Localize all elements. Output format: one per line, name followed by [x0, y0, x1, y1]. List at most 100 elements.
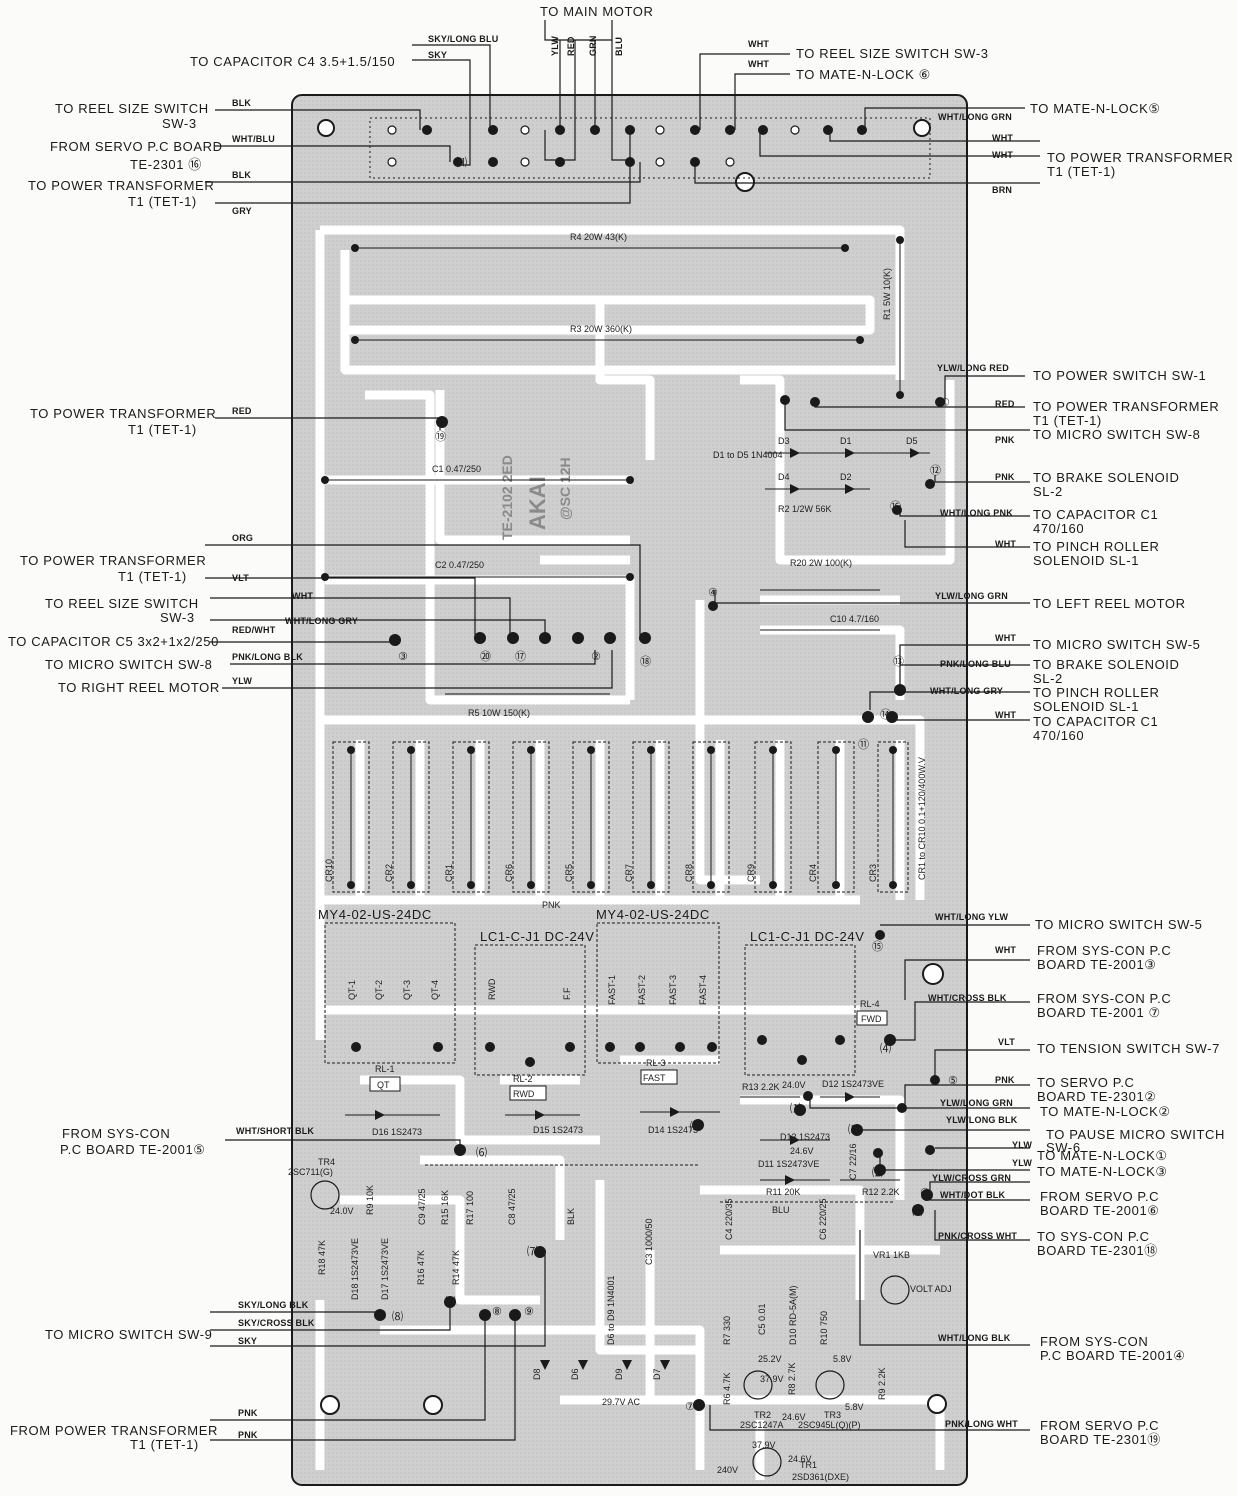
- right-label-24: TO SYS-CON P.C: [1037, 1229, 1150, 1244]
- right-wire-16: WHT/CROSS BLK: [928, 993, 1007, 1003]
- right-label-26: FROM SERVO P.C: [1040, 1418, 1159, 1433]
- right-label-13b: 470/160: [1033, 728, 1084, 743]
- board-silkscreen: AKAI TE-2102 2ED @SC 12H: [499, 455, 573, 540]
- lower-section: D15 1S2473 D14 1S2473 D16 1S2473 R13 2.2…: [288, 900, 952, 1482]
- blu-wire-label: BLU: [772, 1205, 790, 1215]
- right-label-9: TO LEFT REEL MOTOR: [1033, 596, 1186, 611]
- right-label-8: TO PINCH ROLLER: [1033, 539, 1160, 554]
- left-label-6: TO REEL SIZE SWITCH: [45, 596, 199, 611]
- c2-label: C2 0.47/250: [435, 560, 484, 570]
- left-label-1: TO REEL SIZE SWITCH: [55, 101, 209, 116]
- left-label-7: TO CAPACITOR C5 3x2+1x2/250: [8, 634, 219, 649]
- left-wire-12: PNK: [238, 1408, 258, 1418]
- right-label-7: TO CAPACITOR C1: [1033, 507, 1158, 522]
- terminal-12: ⑫: [930, 464, 941, 477]
- c8-label: C8 47/25: [507, 1188, 517, 1225]
- d18-label: D18 1S2473VE: [350, 1238, 360, 1300]
- motor-wire-red: RED: [566, 36, 576, 56]
- motor-wire-blu: BLU: [614, 37, 624, 56]
- qt2-label: QT-2: [374, 980, 384, 1000]
- d5-label: D5: [906, 436, 918, 446]
- rwd-contact-label: RWD: [487, 978, 497, 1000]
- voltage-24-b: 24.0V: [782, 1080, 806, 1090]
- top-wht-wire-1: WHT: [748, 39, 769, 49]
- terminal-2: ②: [591, 650, 601, 663]
- right-label-17: TO TENSION SWITCH SW-7: [1037, 1041, 1220, 1056]
- right-label-19: TO MATE-N-LOCK②: [1040, 1104, 1171, 1119]
- voltage-379-a: 37.9V: [760, 1374, 784, 1384]
- r9b-label: R9 2.2K: [877, 1367, 887, 1400]
- d15-label: D15 1S2473: [533, 1125, 583, 1135]
- terminal-3: ③: [398, 650, 408, 663]
- left-label-12: FROM POWER TRANSFORMER: [10, 1423, 218, 1438]
- c3-label: C3 1000/50: [644, 1218, 654, 1265]
- c4-label: C4 220/35: [724, 1198, 734, 1240]
- motor-wire-grn: GRN: [588, 35, 598, 56]
- terminal-4: ④: [708, 586, 718, 599]
- left-wire-5b: VLT: [232, 573, 249, 583]
- right-wire-7: WHT/LONG PNK: [940, 508, 1013, 518]
- right-label-15b: BOARD TE-2001③: [1037, 957, 1157, 972]
- d7-label: D7: [652, 1368, 662, 1380]
- terminal-13: ⑬: [893, 655, 904, 668]
- r8-label: R8 2.7K: [787, 1362, 797, 1395]
- left-label-5: TO POWER TRANSFORMER: [20, 553, 206, 568]
- tr2-type: 2SC1247A: [740, 1420, 784, 1430]
- terminal-numbers: ① ② ③ ④ ⑤ ⑥ ⑦ ⑧ ⑨ ⑪ ⑫ ⑬ ⑭ ⑮ ⑯ ⑰ ⑱ ⑲ ⑳ ⑴ …: [392, 155, 958, 1413]
- right-wire-3: YLW/LONG RED: [937, 363, 1009, 373]
- left-wire-3: BLK: [232, 170, 251, 180]
- left-label-2: FROM SERVO P.C BOARD: [50, 139, 223, 154]
- cr5-label: CR5: [564, 864, 574, 882]
- mate-n-lock-6-label: TO MATE-N-LOCK ⑥: [796, 67, 931, 82]
- rl2-label: RL-2: [513, 1074, 533, 1084]
- top-wht-wire-2: WHT: [748, 59, 769, 69]
- transistor-symbols: [310, 1180, 910, 1477]
- left-connections: TO REEL SIZE SWITCH SW-3 BLK FROM SERVO …: [8, 98, 641, 1452]
- voltage-246-a: 24.6V: [790, 1146, 814, 1156]
- left-wire-2: WHT/BLU: [232, 134, 275, 144]
- terminal-14: ⑭: [880, 708, 891, 721]
- terminal-22: ⑵: [872, 1166, 883, 1179]
- top-wires: [412, 20, 790, 166]
- terminal-6: ⑥: [920, 1186, 930, 1199]
- qt4-label: QT-4: [430, 980, 440, 1000]
- left-wire-7: RED/WHT: [232, 625, 276, 635]
- cap-c4-wire-1: SKY/LONG BLU: [428, 34, 498, 44]
- right-label-20: TO PAUSE MICRO SWITCH: [1046, 1127, 1225, 1142]
- cr7-label: CR7: [624, 864, 634, 882]
- terminal-5: ⑤: [948, 1074, 958, 1087]
- tr3-label: TR3: [824, 1410, 841, 1420]
- d17-label: D17 1S2473VE: [380, 1238, 390, 1300]
- d9-label: D9: [614, 1368, 624, 1380]
- right-wire-1: WHT/LONG GRN: [938, 112, 1012, 122]
- d1-label: D1: [840, 436, 852, 446]
- rl1-name: QT: [377, 1080, 390, 1090]
- tr2-label: TR2: [754, 1410, 771, 1420]
- right-wire-24: PNK/CROSS WHT: [938, 1231, 1017, 1241]
- voltage-58-a: 5.8V: [833, 1354, 852, 1364]
- reel-size-sw3-top-label: TO REEL SIZE SWITCH SW-3: [796, 46, 989, 61]
- left-wire-12b: PNK: [238, 1430, 258, 1440]
- right-label-1: TO MATE-N-LOCK⑤: [1030, 101, 1161, 116]
- r6-label: R6 4.7K: [722, 1372, 732, 1405]
- right-label-4: TO POWER TRANSFORMER: [1033, 399, 1219, 414]
- right-label-8b: SOLENOID SL-1: [1033, 553, 1139, 568]
- left-label-1b: SW-3: [162, 116, 197, 131]
- r14-label: R14 47K: [451, 1250, 461, 1285]
- right-connections: WHT/LONG GRN TO MATE-N-LOCK⑤ WHT WHT BRN…: [694, 101, 1233, 1447]
- r11-label: R11 20K: [766, 1187, 800, 1197]
- diode-bridge: D3 D1 D5 D4 D2: [765, 436, 930, 494]
- d6-d9-label: D6 to D9 1N4001: [606, 1275, 616, 1345]
- right-label-12: TO PINCH ROLLER: [1033, 685, 1160, 700]
- tr1-type: 2SD361(DXE): [792, 1472, 849, 1482]
- left-wire-9: YLW: [232, 676, 252, 686]
- r17-label: R17 100: [465, 1191, 475, 1225]
- terminal-26: ⑹: [476, 1146, 487, 1159]
- relay-type-a: MY4-02-US-24DC: [318, 907, 432, 922]
- cr-note: CR1 to CR10 0.1+120/400W.V: [917, 757, 927, 880]
- vr1-label: VR1 1KB: [873, 1250, 910, 1260]
- pnk-wire-label: PNK: [542, 900, 561, 910]
- terminal-8: ⑧: [492, 1305, 502, 1318]
- right-wire-2b: WHT: [992, 150, 1013, 160]
- right-label-22: TO MATE-N-LOCK③: [1037, 1164, 1168, 1179]
